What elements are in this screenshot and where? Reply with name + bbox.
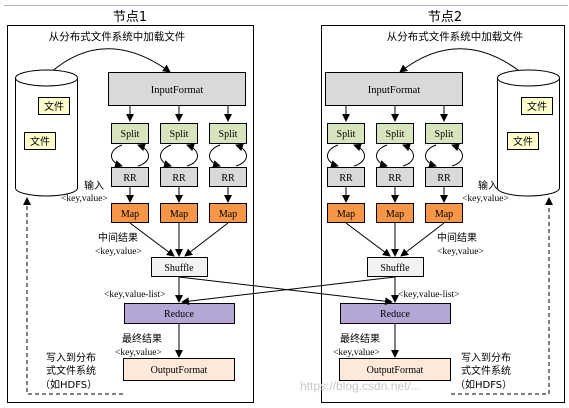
node1-shuffle-label: Shuffle xyxy=(164,263,194,274)
node2-write-line-1: 写入到分布 xyxy=(461,352,511,364)
node1-split-1-label: Split xyxy=(121,129,140,140)
node1-map-1-label: Map xyxy=(121,209,139,220)
node1-rr-2-label: RR xyxy=(172,173,186,184)
node1-map-1 xyxy=(111,203,149,223)
node1-title: 节点1 xyxy=(113,10,147,25)
node2-file-2 xyxy=(507,132,539,150)
node2: 从分布式文件系统中加载文件 文件 文件 InputFormat Split Sp… xyxy=(325,30,560,395)
node2-input-kv: <key,value> xyxy=(462,194,509,204)
node1-value-list: <key,value-list> xyxy=(104,290,166,300)
node2-value-list: <key,value-list> xyxy=(398,290,460,300)
node1-reduce-label: Reduce xyxy=(164,309,195,320)
node2-write-arrow xyxy=(451,197,553,395)
node1-load-arrow xyxy=(49,48,171,74)
node2-outputformat-box xyxy=(339,358,451,381)
node2-write-line-2: 式文件系统 xyxy=(461,364,511,377)
node2-rr-3 xyxy=(425,167,463,187)
node2-file-1 xyxy=(521,97,553,115)
node2-split-2 xyxy=(376,123,414,144)
node2-map-1 xyxy=(327,203,365,223)
node1-inputformat-box xyxy=(108,72,246,106)
node1-file-1-label: 文件 xyxy=(44,100,64,113)
node2-load-label: 从分布式文件系统中加载文件 xyxy=(387,30,524,43)
node2-map-2-label: Map xyxy=(386,209,404,220)
node2-shuffle-box xyxy=(367,257,424,277)
node1-input-kv: <key,value> xyxy=(61,194,108,204)
node2-input-label: 输入 xyxy=(478,179,498,192)
node1-split-3-label: Split xyxy=(219,129,238,140)
node1-file-2 xyxy=(24,132,56,150)
node2-inputformat-label: InputFormat xyxy=(368,85,421,96)
node2-split-3 xyxy=(425,123,463,144)
node2-split-2-label: Split xyxy=(386,129,405,140)
node1-write-line-3: （如HDFS） xyxy=(40,378,97,391)
node2-inputformat-box xyxy=(325,72,463,106)
node2-intermediate-kv: <key,value> xyxy=(437,247,484,257)
node1-outputformat-box xyxy=(123,358,235,381)
node1-write-arrow xyxy=(23,197,123,395)
node2-rr-2 xyxy=(376,167,414,187)
node1-rr-2 xyxy=(160,167,198,187)
node1-shuffle-box xyxy=(151,257,208,277)
node2-map-3-label: Map xyxy=(435,209,453,220)
node1-split-1 xyxy=(111,123,149,144)
watermark: https://blog.csdn.net/... xyxy=(300,379,421,393)
node1-final-label: 最终结果 xyxy=(122,332,162,345)
node2-final-label: 最终结果 xyxy=(340,332,380,345)
node1-write-line-1: 写入到分布 xyxy=(46,352,96,364)
node2-map-1-label: Map xyxy=(337,209,355,220)
node1-rr-3 xyxy=(209,167,247,187)
node1-final-kv: <key,value> xyxy=(115,348,162,358)
node2-reduce-box xyxy=(340,303,451,324)
node2-split-1 xyxy=(327,123,365,144)
node2-outputformat-label: OutputFormat xyxy=(367,365,424,376)
node1-map-2 xyxy=(160,203,198,223)
node1-rr-1 xyxy=(111,167,149,187)
node1-rr-1-label: RR xyxy=(123,173,137,184)
node2-reduce-label: Reduce xyxy=(380,309,411,320)
node1-split-2 xyxy=(160,123,198,144)
node2-rr-1 xyxy=(327,167,365,187)
node1-write-line-2: 式文件系统 xyxy=(46,364,96,377)
node1-map-3-label: Map xyxy=(219,209,237,220)
shuffle-to-reduce-links xyxy=(175,276,399,306)
node2-shuffle-label: Shuffle xyxy=(380,263,410,274)
node2-file-2-label: 文件 xyxy=(513,135,533,148)
node2-split-1-label: Split xyxy=(337,129,356,140)
node1-intermediate-label: 中间结果 xyxy=(98,231,138,244)
node1-map-3 xyxy=(209,203,247,223)
node1-inputformat-label: InputFormat xyxy=(151,85,204,96)
node2-title: 节点2 xyxy=(428,10,462,25)
node2-rr-1-label: RR xyxy=(339,173,353,184)
node1-split-3 xyxy=(209,123,247,144)
node2-split-3-label: Split xyxy=(435,129,454,140)
node1: 从分布式文件系统中加载文件 文件 文件 InputFormat Split Sp… xyxy=(15,30,247,395)
node2-load-arrow xyxy=(399,48,523,74)
node1-file-2-label: 文件 xyxy=(30,135,50,148)
node1-map-2-label: Map xyxy=(170,209,188,220)
node2-file-1-label: 文件 xyxy=(527,100,547,113)
node1-file-1 xyxy=(38,97,70,115)
node1-input-label: 输入 xyxy=(84,179,104,192)
node1-reduce-box xyxy=(124,303,235,324)
node2-map-2 xyxy=(376,203,414,223)
node2-rr-3-label: RR xyxy=(437,173,451,184)
node2-rr-2-label: RR xyxy=(388,173,402,184)
node2-final-kv: <key,value> xyxy=(333,348,380,358)
node2-write-line-3: （如HDFS） xyxy=(455,378,512,391)
node1-rr-3-label: RR xyxy=(221,173,235,184)
node1-load-label: 从分布式文件系统中加载文件 xyxy=(49,30,186,43)
node2-map-3 xyxy=(425,203,463,223)
node2-intermediate-label: 中间结果 xyxy=(437,231,477,244)
node1-split-2-label: Split xyxy=(170,129,189,140)
node1-outputformat-label: OutputFormat xyxy=(151,365,208,376)
node1-intermediate-kv: <key,value> xyxy=(95,247,142,257)
